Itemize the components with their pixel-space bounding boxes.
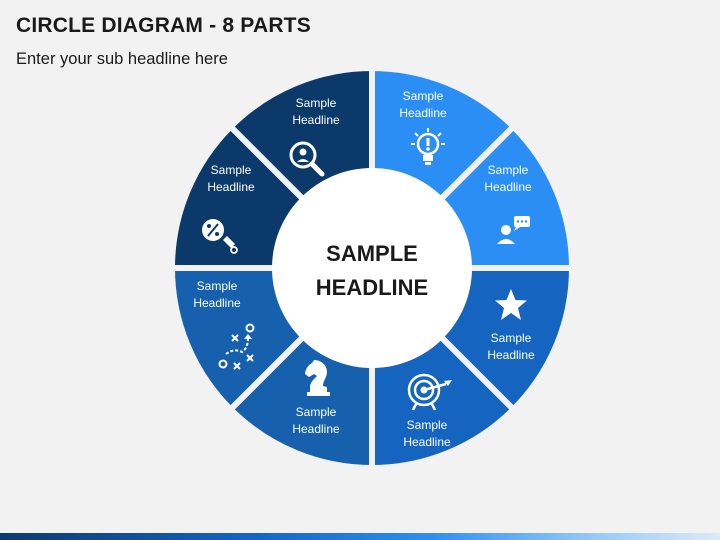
segment-label-line2-bottom-right: Headline [403,435,451,449]
segment-label-line2-right-lower: Headline [487,348,535,362]
page-title: CIRCLE DIAGRAM - 8 PARTS [16,14,311,37]
segment-label-line2-left-upper: Headline [207,180,255,194]
strategy-play-icon [218,323,255,370]
segment-label-line2-right-upper: Headline [484,180,532,194]
segment-label-line2-top-left: Headline [292,113,340,127]
segment-label-line2-bottom-left: Headline [292,422,340,436]
segment-label-line1-bottom-left: Sample [296,405,337,419]
footer-gradient-bar [0,533,720,540]
target-arrow-icon [407,373,452,411]
segment-label-line1-left-lower: Sample [197,279,238,293]
percent-tag-icon [202,219,238,254]
page-subtitle: Enter your sub headline here [16,50,228,68]
segment-label-line1-right-upper: Sample [488,163,529,177]
segment-label-line1-top-right: Sample [403,89,444,103]
segment-label-line2-left-lower: Headline [193,296,241,310]
center-circle [272,168,472,368]
segment-label-line1-bottom-right: Sample [407,418,448,432]
segment-label-line1-left-upper: Sample [211,163,252,177]
star-icon [495,289,527,320]
center-headline-line1: SAMPLE [326,241,418,266]
segment-label-line1-top-left: Sample [296,96,337,110]
segment-label-line1-right-lower: Sample [491,331,532,345]
lightbulb-icon [411,128,445,165]
chess-knight-icon [305,360,330,396]
segment-label-line2-top-right: Headline [399,106,447,120]
search-person-icon [289,141,325,177]
center-headline-line2: HEADLINE [316,275,428,300]
user-chat-icon [497,216,530,244]
